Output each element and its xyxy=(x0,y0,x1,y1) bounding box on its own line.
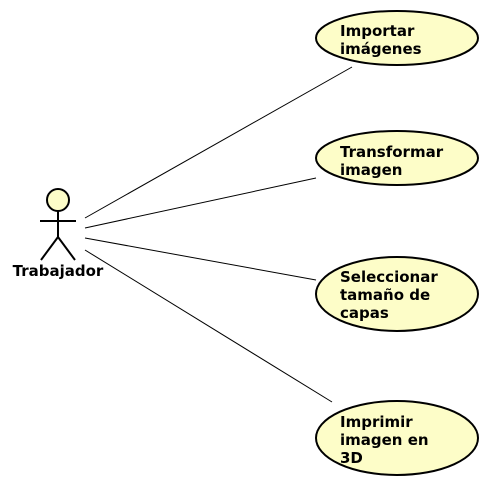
actor-trabajador[interactable]: Trabajador xyxy=(13,188,104,280)
use-case-seleccionar-tamano-capas[interactable]: Seleccionar tamaño de capas xyxy=(315,256,479,332)
use-case-label: Seleccionar tamaño de capas xyxy=(340,268,443,322)
use-case-ellipse xyxy=(315,256,479,332)
use-case-importar-imagenes[interactable]: Importar imágenes xyxy=(315,10,479,66)
actor-name: Trabajador xyxy=(13,262,104,280)
actor-head xyxy=(46,188,70,212)
actor-left-leg xyxy=(40,236,59,261)
association-line-importar xyxy=(84,66,353,219)
association-line-transformar xyxy=(84,177,317,229)
use-case-transformar-imagen[interactable]: Transformar imagen xyxy=(315,130,479,186)
use-case-ellipse xyxy=(315,400,479,476)
association-line-imprimir xyxy=(84,249,333,403)
use-case-label: Transformar imagen xyxy=(340,143,448,179)
use-case-imprimir-imagen-3d[interactable]: Imprimir imagen en 3D xyxy=(315,400,479,476)
use-case-label: Importar imágenes xyxy=(340,22,422,58)
use-case-ellipse xyxy=(315,130,479,186)
association-line-seleccionar xyxy=(84,237,317,281)
use-case-label: Imprimir imagen en 3D xyxy=(340,413,434,467)
actor-right-leg xyxy=(57,236,76,261)
use-case-ellipse xyxy=(315,10,479,66)
